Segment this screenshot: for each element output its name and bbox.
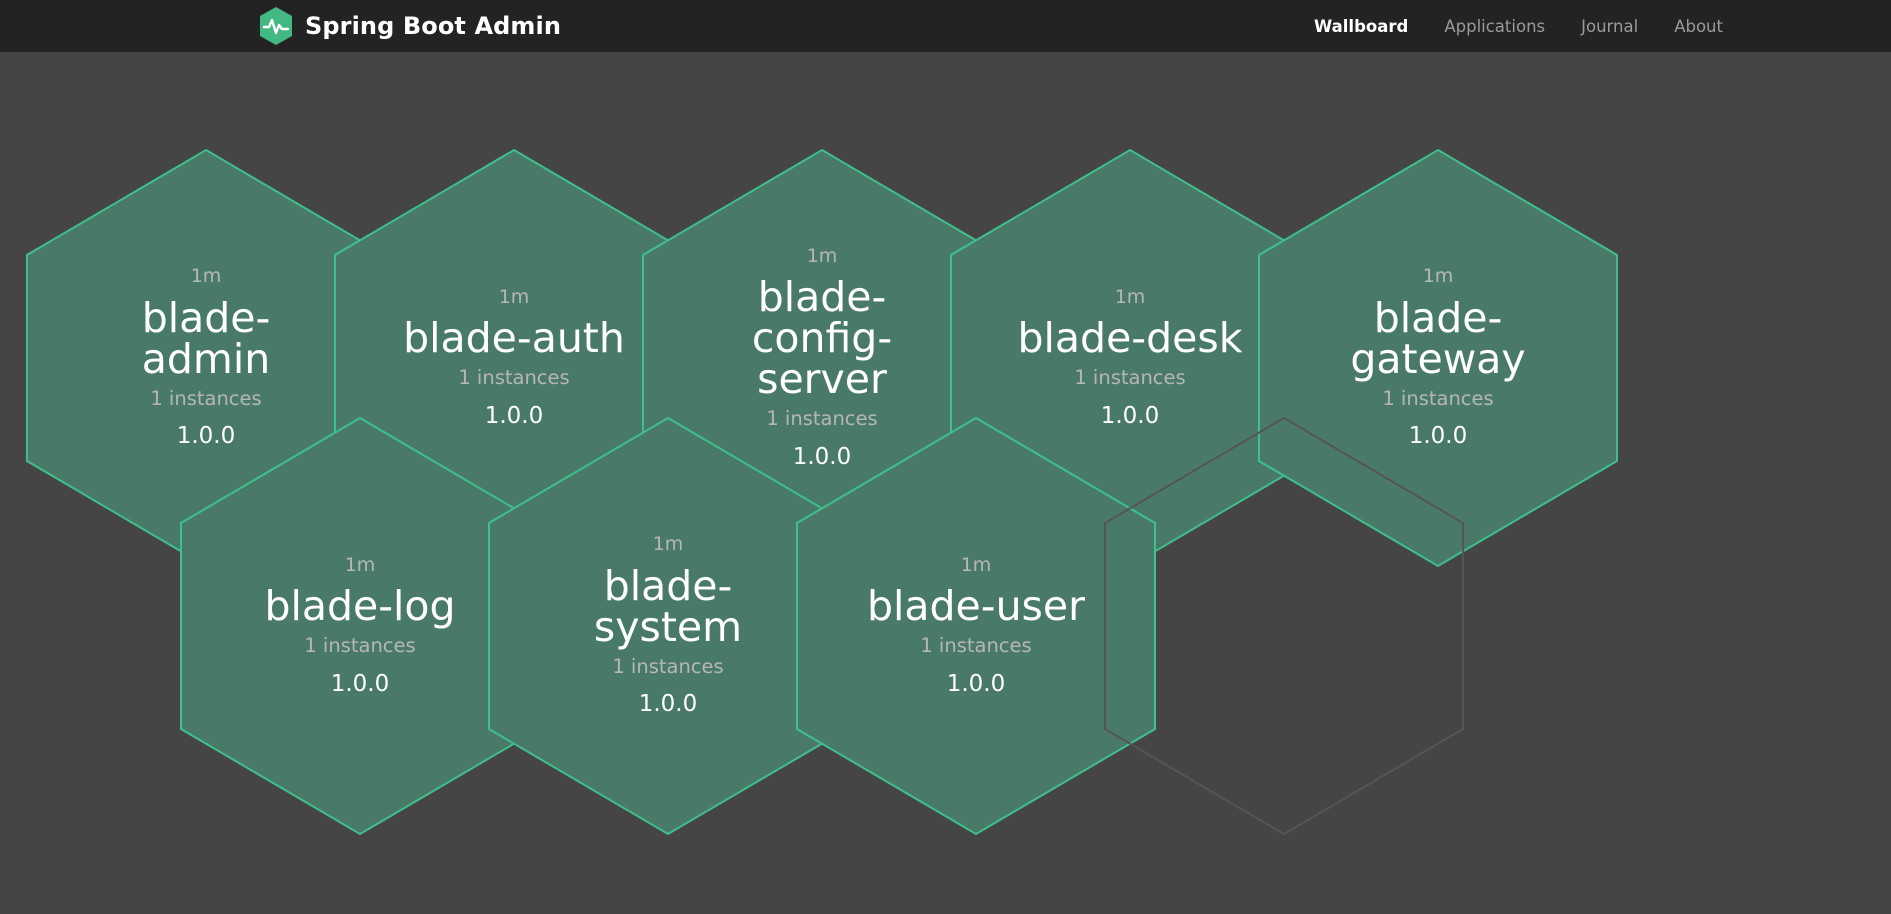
application-instances: 1 instances (150, 386, 262, 410)
nav-link-journal[interactable]: Journal (1581, 16, 1639, 36)
application-version: 1.0.0 (176, 423, 236, 450)
application-hex-content[interactable]: 1m blade-log 1 instances 1.0.0 (178, 416, 542, 836)
application-name: blade-system (593, 561, 743, 651)
application-status: 1m (344, 553, 376, 576)
application-version: 1.0.0 (1100, 402, 1160, 429)
brand-title: Spring Boot Admin (305, 12, 562, 40)
application-status: 1m (1114, 285, 1146, 308)
application-version: 1.0.0 (484, 402, 544, 429)
top-navbar: Spring Boot Admin Wallboard Applications… (0, 0, 1891, 52)
application-instances: 1 instances (304, 634, 416, 658)
nav-link-applications[interactable]: Applications (1444, 16, 1546, 36)
application-name: blade-gateway (1350, 293, 1526, 383)
application-hex-content[interactable]: 1m blade-admin 1 instances 1.0.0 (24, 148, 388, 568)
application-status: 1m (190, 265, 222, 288)
application-hex-tile[interactable]: 1m blade-gateway 1 instances 1.0.0 (1256, 148, 1620, 568)
wallboard-grid: 1m blade-admin 1 instances 1.0.0 1m blade-aut… (0, 52, 1891, 914)
brand-home-link[interactable]: Spring Boot Admin (258, 6, 561, 46)
application-version: 1.0.0 (638, 691, 698, 718)
application-status: 1m (806, 244, 838, 267)
application-instances: 1 instances (1074, 366, 1186, 390)
application-instances: 1 instances (1382, 386, 1494, 410)
application-instances: 1 instances (766, 407, 878, 431)
application-status: 1m (652, 533, 684, 556)
application-name: blade-desk (1017, 314, 1243, 363)
application-instances: 1 instances (612, 654, 724, 678)
application-version: 1.0.0 (330, 670, 390, 697)
application-hex-content[interactable]: 1m blade-user 1 instances 1.0.0 (794, 416, 1158, 836)
application-hex-tile[interactable]: 1m blade-user 1 instances 1.0.0 (794, 416, 1158, 836)
application-name: blade-log (264, 582, 456, 631)
application-status: 1m (1422, 265, 1454, 288)
empty-hex-placeholder (1102, 416, 1466, 836)
application-hex-content[interactable]: 1m blade-gateway 1 instances 1.0.0 (1256, 148, 1620, 568)
heartbeat-hexagon-logo-icon (258, 6, 294, 46)
nav-links: Wallboard Applications Journal About (1314, 17, 1723, 36)
application-hex-content[interactable]: 1m blade-system 1 instances 1.0.0 (486, 416, 850, 836)
application-instances: 1 instances (920, 634, 1032, 658)
application-instances: 1 instances (458, 366, 570, 390)
application-hex-content[interactable]: 1m blade-desk 1 instances 1.0.0 (948, 148, 1312, 568)
application-version: 1.0.0 (946, 670, 1006, 697)
application-status: 1m (498, 285, 530, 308)
application-hex-tile[interactable]: 1m blade-log 1 instances 1.0.0 (178, 416, 542, 836)
application-name: blade-config-server (751, 273, 893, 404)
nav-link-wallboard[interactable]: Wallboard (1314, 16, 1409, 36)
nav-link-about[interactable]: About (1674, 16, 1723, 36)
application-hex-content[interactable]: 1m blade-config-server 1 instances 1.0.0 (640, 148, 1004, 568)
application-name: blade-admin (141, 293, 271, 383)
application-version: 1.0.0 (1408, 423, 1468, 450)
application-hex-content[interactable]: 1m blade-auth 1 instances 1.0.0 (332, 148, 696, 568)
application-name: blade-auth (403, 314, 625, 363)
application-status: 1m (960, 553, 992, 576)
application-version: 1.0.0 (792, 443, 852, 470)
application-name: blade-user (866, 582, 1085, 631)
